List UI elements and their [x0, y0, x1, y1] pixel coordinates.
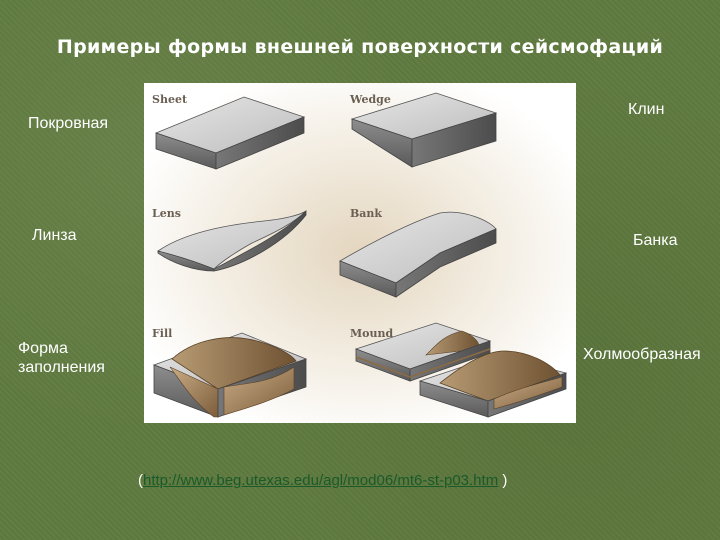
label-fill-line2: заполнения	[18, 359, 105, 376]
label-bank: Банка	[633, 232, 678, 249]
fig-label-lens: Lens	[152, 207, 181, 220]
fig-label-mound: Mound	[350, 327, 394, 340]
seismic-facies-figure: Sheet Wedge Lens Bank Fill Mound	[144, 83, 576, 423]
fig-label-bank: Bank	[350, 207, 383, 220]
source-citation: (http://www.beg.utexas.edu/agl/mod06/mt6…	[138, 472, 507, 489]
fill-shape	[152, 332, 308, 418]
label-fill: Форма заполнения	[18, 339, 105, 377]
bank-shape	[339, 211, 497, 298]
label-wedge: Клин	[628, 101, 665, 118]
label-lens: Линза	[32, 227, 77, 244]
label-sheet: Покровная	[28, 115, 109, 132]
source-link[interactable]: http://www.beg.utexas.edu/agl/mod06/mt6-…	[143, 472, 499, 489]
fig-label-fill: Fill	[152, 327, 173, 340]
sheet-shape	[154, 96, 306, 170]
mound-shape	[354, 322, 568, 418]
fig-label-wedge: Wedge	[350, 93, 391, 106]
label-fill-line1: Форма	[18, 340, 68, 357]
fig-label-sheet: Sheet	[152, 93, 188, 106]
slide-title: Примеры формы внешней поверхности сейсмо…	[56, 36, 664, 58]
label-mound: Холмообразная	[583, 346, 701, 363]
source-close-paren: )	[498, 472, 508, 489]
source-open-paren: (	[138, 472, 143, 489]
wedge-shape	[350, 92, 498, 168]
lens-shape	[157, 210, 307, 272]
facies-shapes-svg	[152, 92, 568, 418]
